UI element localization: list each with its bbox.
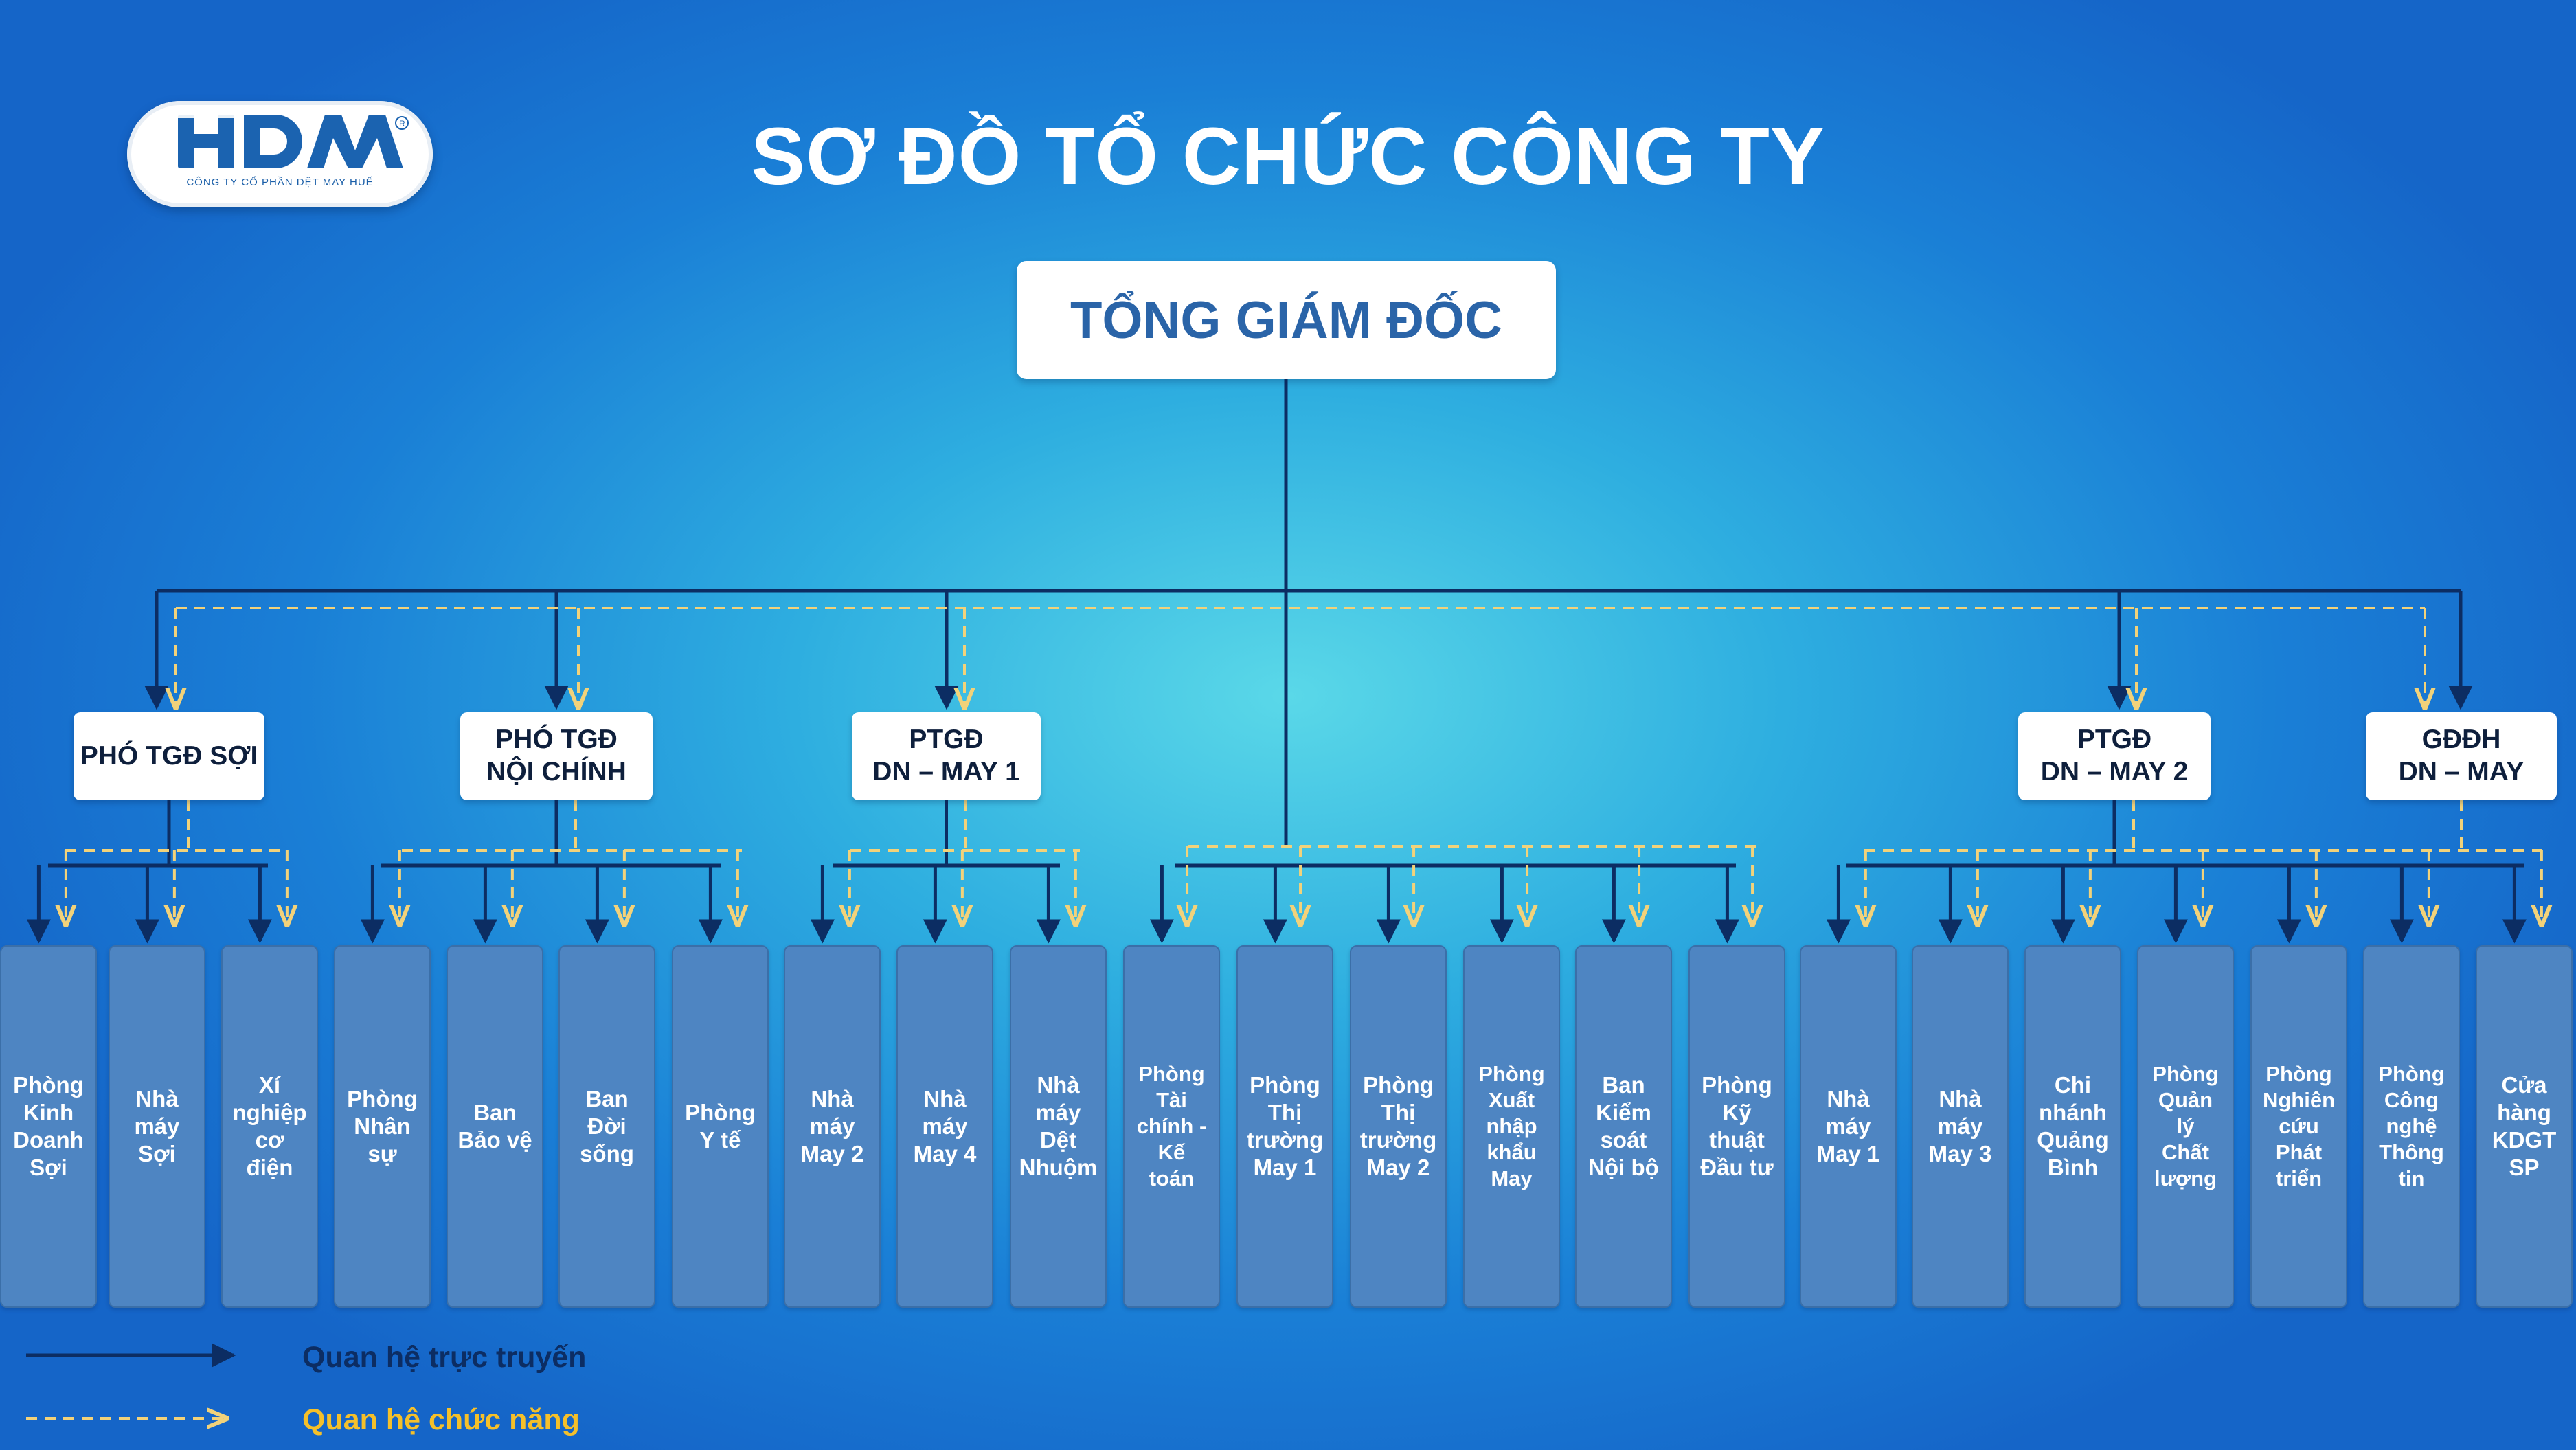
company-logo: R CÔNG TY CỔ PHẦN DỆT MAY HUẾ: [127, 101, 433, 207]
dept-box: Phòng Thị trường May 1: [1236, 945, 1333, 1308]
dept-box: Nhà máy May 4: [896, 945, 993, 1308]
dept-box: Phòng Kỹ thuật Đầu tư: [1688, 945, 1785, 1308]
dept-box: Ban Đời sống: [558, 945, 655, 1308]
dept-box: Ban Kiểm soát Nội bộ: [1575, 945, 1672, 1308]
legend-dashed-label: Quan hệ chức năng: [302, 1403, 580, 1436]
legend-solid-label: Quan hệ trực truyến: [302, 1341, 587, 1374]
dept-box: Phòng Nhân sự: [334, 945, 431, 1308]
dept-box: Cửa hàng KDGT SP: [2476, 945, 2573, 1308]
page-title: SƠ ĐỒ TỔ CHỨC CÔNG TY: [751, 111, 1825, 202]
mgr-ptgd-dn-may-1: PTGĐ DN – MAY 1: [852, 712, 1041, 800]
dept-box: Phòng Công nghệ Thông tin: [2363, 945, 2460, 1308]
dept-box: Phòng Quản lý Chất lượng: [2137, 945, 2234, 1308]
dept-box: Chi nhánh Quảng Bình: [2024, 945, 2121, 1308]
dept-box: Nhà máy Dệt Nhuộm: [1010, 945, 1107, 1308]
mgr-pho-tgd-soi: PHÓ TGĐ SỢI: [74, 712, 264, 800]
dept-box: Ban Bảo vệ: [447, 945, 543, 1308]
dept-box: Nhà máy May 3: [1912, 945, 2009, 1308]
dept-box: Phòng Nghiên cứu Phát triển: [2250, 945, 2347, 1308]
mgr-pho-tgd-noi-chinh: PHÓ TGĐ NỘI CHÍNH: [460, 712, 653, 800]
mgr-ptgd-dn-may-2: PTGĐ DN – MAY 2: [2018, 712, 2211, 800]
dept-box: Phòng Y tế: [672, 945, 769, 1308]
dept-box: Nhà máy May 1: [1800, 945, 1897, 1308]
dept-box: Phòng Tài chính - Kế toán: [1123, 945, 1220, 1308]
dept-box: Nhà máy May 2: [784, 945, 881, 1308]
dept-box: Xí nghiệp cơ điện: [221, 945, 318, 1308]
hdm-logo-icon: R: [168, 115, 409, 168]
dept-box: Nhà máy Sợi: [109, 945, 205, 1308]
ceo-box: TỔNG GIÁM ĐỐC: [1017, 261, 1556, 379]
dept-box: Phòng Thị trường May 2: [1350, 945, 1447, 1308]
registered-mark: R: [399, 119, 405, 128]
dept-box: Phòng Kinh Doanh Sợi: [0, 945, 97, 1308]
mgr-gddh-dn-may: GĐĐH DN – MAY: [2366, 712, 2557, 800]
logo-subtitle: CÔNG TY CỔ PHẦN DỆT MAY HUẾ: [186, 177, 374, 188]
dept-box: Phòng Xuất nhập khẩu May: [1463, 945, 1560, 1308]
